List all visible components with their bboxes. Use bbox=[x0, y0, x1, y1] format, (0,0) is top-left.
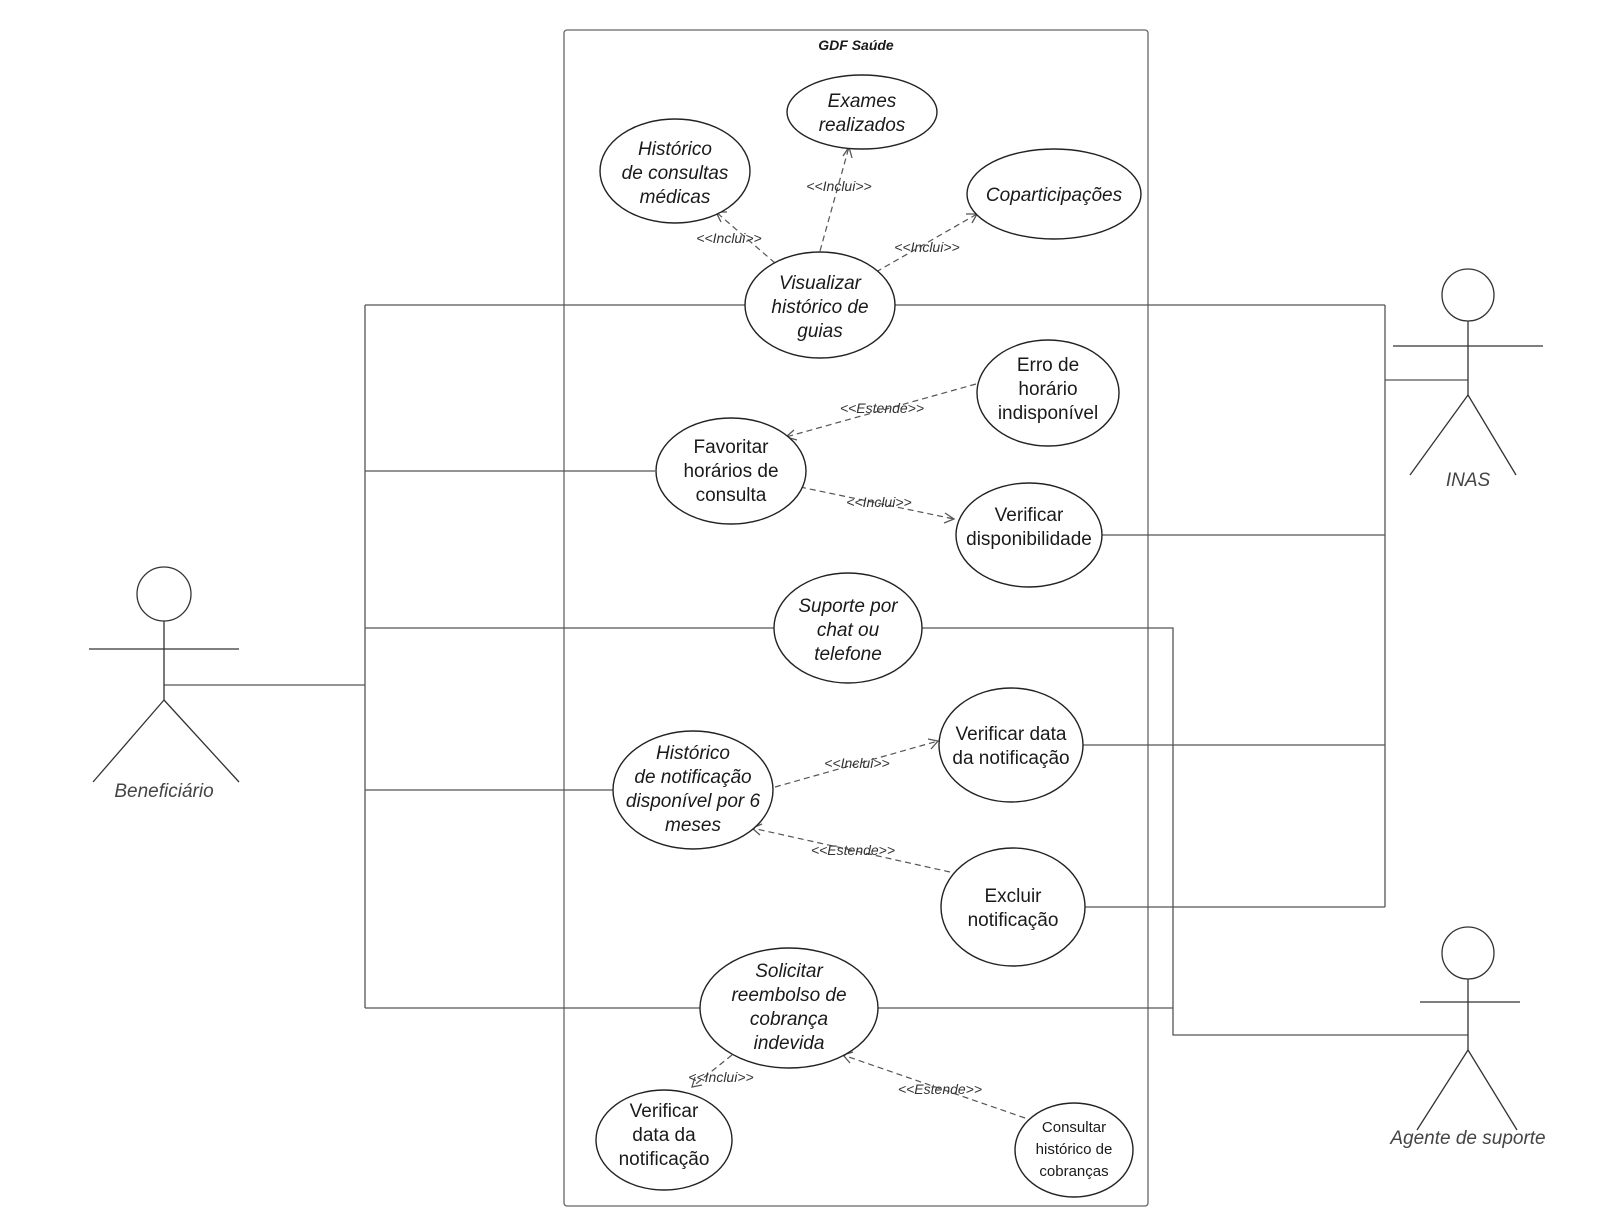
svg-text:reembolso de: reembolso de bbox=[731, 985, 846, 1006]
use-case-excluir-notificacao[interactable]: Excluir notificação bbox=[940, 847, 1086, 967]
actor-right-leg bbox=[1467, 394, 1517, 476]
include-arrow-exames bbox=[819, 146, 850, 252]
assoc-agente-suporte bbox=[921, 627, 1468, 1036]
dependency-arrows bbox=[691, 145, 1026, 1119]
actor-left-leg bbox=[1416, 1049, 1469, 1131]
label-estende-erro: <<Estende>> bbox=[840, 400, 924, 416]
beneficiario-associations bbox=[164, 304, 775, 1009]
use-case-coparticipacoes[interactable]: Coparticipações bbox=[966, 148, 1142, 240]
include-arrow-verificar-data-2 bbox=[691, 1054, 733, 1088]
use-case-erro-horario-indisponivel[interactable]: Erro de horário indisponível bbox=[976, 339, 1120, 447]
actor-head bbox=[1441, 268, 1495, 322]
svg-text:Solicitar: Solicitar bbox=[755, 961, 823, 982]
svg-text:notificação: notificação bbox=[968, 910, 1059, 931]
svg-text:de notificação: de notificação bbox=[634, 767, 751, 788]
svg-text:Verificar: Verificar bbox=[995, 505, 1064, 526]
extend-arrow-favoritar bbox=[785, 383, 977, 438]
agente-associations bbox=[878, 627, 1468, 1036]
include-arrow-verificar-disponibilidade bbox=[799, 486, 955, 520]
inas-associations bbox=[895, 304, 1468, 908]
label-inclui-verificar-data-2: <<Inclui>> bbox=[688, 1069, 753, 1085]
system-title: GDF Saúde bbox=[818, 37, 894, 53]
svg-text:horário: horário bbox=[1018, 379, 1077, 400]
use-case-verificar-data-notificacao[interactable]: Verificar data da notificação bbox=[938, 687, 1084, 803]
svg-text:data da: data da bbox=[632, 1125, 696, 1146]
svg-text:de consultas: de consultas bbox=[622, 163, 729, 184]
svg-text:da notificação: da notificação bbox=[952, 748, 1069, 769]
actor-label-inas: INAS bbox=[1446, 470, 1491, 491]
actor-head bbox=[136, 566, 192, 622]
svg-text:médicas: médicas bbox=[640, 187, 711, 208]
svg-text:telefone: telefone bbox=[814, 644, 882, 665]
svg-text:Histórico: Histórico bbox=[638, 139, 712, 160]
svg-text:chat ou: chat ou bbox=[817, 620, 880, 641]
svg-text:consulta: consulta bbox=[696, 485, 767, 506]
use-case-solicitar-reembolso[interactable]: Solicitar reembolso de cobrança indevida bbox=[699, 947, 879, 1069]
svg-text:Excluir: Excluir bbox=[984, 886, 1042, 907]
use-case-verificar-data-notificacao-2[interactable]: Verificar data da notificação bbox=[595, 1089, 733, 1191]
actor-beneficiario[interactable]: Beneficiário bbox=[89, 566, 240, 802]
actor-inas[interactable]: INAS bbox=[1393, 268, 1543, 491]
svg-text:Verificar data: Verificar data bbox=[956, 724, 1067, 745]
actor-label-beneficiario: Beneficiário bbox=[114, 781, 213, 802]
label-inclui-coparticipacoes: <<Inclui>> bbox=[894, 239, 959, 255]
use-case-suporte-chat-telefone[interactable]: Suporte por chat ou telefone bbox=[773, 572, 923, 684]
svg-text:disponível por 6: disponível por 6 bbox=[626, 791, 761, 812]
svg-text:Verificar: Verificar bbox=[630, 1101, 699, 1122]
label-estende-cobrancas: <<Estende>> bbox=[898, 1081, 982, 1097]
label-estende-excluir: <<Estende>> bbox=[811, 842, 895, 858]
actor-right-leg bbox=[1467, 1049, 1518, 1131]
actor-left-leg bbox=[1409, 394, 1469, 476]
label-inclui-historico: <<Inclui>> bbox=[696, 230, 761, 246]
actor-head bbox=[1441, 926, 1495, 980]
extend-arrow-reembolso bbox=[842, 1054, 1026, 1119]
svg-text:Visualizar: Visualizar bbox=[779, 273, 862, 294]
actor-label-agente: Agente de suporte bbox=[1389, 1128, 1545, 1149]
svg-text:histórico de: histórico de bbox=[1036, 1141, 1113, 1158]
svg-text:indisponível: indisponível bbox=[998, 403, 1098, 424]
use-case-visualizar-historico-guias[interactable]: Visualizar histórico de guias bbox=[744, 251, 896, 359]
svg-text:Suporte por: Suporte por bbox=[798, 596, 898, 617]
svg-text:Histórico: Histórico bbox=[656, 743, 730, 764]
svg-text:guias: guias bbox=[797, 321, 843, 342]
svg-text:histórico de: histórico de bbox=[771, 297, 868, 318]
label-inclui-disponibilidade: <<Inclui>> bbox=[846, 494, 911, 510]
svg-text:Favoritar: Favoritar bbox=[694, 437, 770, 458]
svg-text:Exames: Exames bbox=[828, 91, 897, 112]
use-case-historico-consultas[interactable]: Histórico de consultas médicas bbox=[599, 118, 751, 224]
actor-left-leg bbox=[92, 699, 165, 783]
svg-text:Coparticipações: Coparticipações bbox=[986, 185, 1123, 206]
label-inclui-exames: <<Inclui>> bbox=[806, 178, 871, 194]
use-case-historico-notificacao[interactable]: Histórico de notificação disponível por … bbox=[612, 730, 774, 850]
actor-right-leg bbox=[163, 699, 240, 783]
svg-text:cobrança: cobrança bbox=[750, 1009, 828, 1030]
svg-text:meses: meses bbox=[665, 815, 721, 836]
use-case-consultar-historico-cobrancas[interactable]: Consultar histórico de cobranças bbox=[1014, 1102, 1134, 1198]
svg-text:Erro de: Erro de bbox=[1017, 355, 1079, 376]
label-inclui-verificar-data: <<Inclui>> bbox=[824, 755, 889, 771]
svg-text:indevida: indevida bbox=[754, 1033, 825, 1054]
extend-arrow-historico-notificacao bbox=[751, 827, 951, 873]
include-arrow-historico-consultas bbox=[715, 211, 776, 264]
use-case-exames-realizados[interactable]: Exames realizados bbox=[786, 74, 938, 150]
svg-text:Consultar: Consultar bbox=[1042, 1119, 1106, 1136]
svg-text:cobranças: cobranças bbox=[1039, 1163, 1108, 1180]
relation-labels: <<Inclui>> <<Inclui>> <<Inclui>> <<Esten… bbox=[688, 178, 982, 1097]
include-arrow-verificar-data bbox=[774, 740, 939, 788]
use-case-verificar-disponibilidade[interactable]: Verificar disponibilidade bbox=[955, 482, 1103, 588]
svg-text:notificação: notificação bbox=[619, 1149, 710, 1170]
svg-text:horários de: horários de bbox=[683, 461, 778, 482]
svg-text:disponibilidade: disponibilidade bbox=[966, 529, 1092, 550]
actor-agente-suporte[interactable]: Agente de suporte bbox=[1389, 926, 1546, 1149]
use-case-favoritar-horarios[interactable]: Favoritar horários de consulta bbox=[655, 417, 807, 525]
svg-text:realizados: realizados bbox=[819, 115, 906, 136]
